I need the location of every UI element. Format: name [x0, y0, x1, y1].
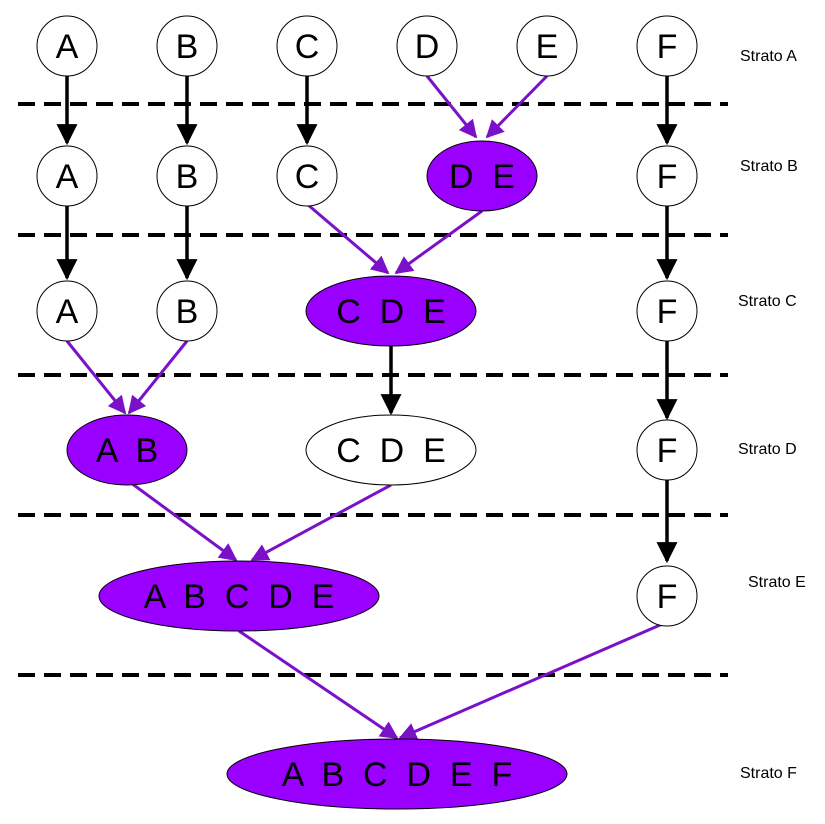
edge-de2-cde3 — [394, 209, 483, 275]
node-label-a2: A — [56, 158, 79, 196]
node-b2: B — [156, 145, 218, 207]
node-shape-f1 — [636, 15, 698, 77]
node-shape-f3 — [636, 280, 698, 342]
node-label-b3: B — [176, 293, 199, 331]
node-f1: F — [636, 15, 698, 77]
node-label-b2: B — [176, 158, 199, 196]
node-label-f1: F — [657, 28, 678, 66]
layer-label-f: Strato F — [740, 765, 797, 782]
node-label-abcde5: A B C D E — [144, 578, 335, 616]
node-label-de2: D E — [449, 158, 515, 196]
node-shape-e1 — [516, 15, 578, 77]
node-shape-a3 — [36, 280, 98, 342]
node-b1: B — [156, 15, 218, 77]
node-f5: F — [636, 565, 698, 627]
node-label-c2: C — [295, 158, 320, 196]
edges — [56, 74, 678, 740]
node-label-cde3: C D E — [336, 293, 446, 331]
node-shape-d1 — [396, 15, 458, 77]
node-a2: A — [36, 145, 98, 207]
node-label-abcdef6: A B C D E F — [282, 756, 513, 794]
node-cde4: C D E — [305, 414, 477, 486]
node-d1: D — [396, 15, 458, 77]
node-f4: F — [636, 419, 698, 481]
layer-label-b: Strato B — [740, 158, 798, 175]
edge-abcde5-abcdef6 — [238, 629, 399, 740]
node-b3: B — [156, 280, 218, 342]
layer-label-d: Strato D — [738, 441, 797, 458]
node-shape-a1 — [36, 15, 98, 77]
node-shape-de2 — [426, 140, 538, 212]
node-shape-c2 — [276, 145, 338, 207]
node-label-ab4: A B — [96, 432, 158, 470]
edge-cde4-abcde5 — [250, 483, 392, 562]
node-cde3: C D E — [305, 275, 477, 347]
node-label-f2: F — [657, 158, 678, 196]
node-f2: F — [636, 145, 698, 207]
edge-b3-ab4 — [127, 340, 189, 415]
node-shape-abcdef6 — [226, 738, 568, 810]
edge-c2-cde3 — [306, 202, 390, 275]
edge-f5-abcdef6 — [398, 620, 668, 740]
node-label-a3: A — [56, 293, 79, 331]
node-abcde5: A B C D E — [98, 560, 380, 632]
node-label-c1: C — [295, 28, 320, 66]
layer-label-c: Strato C — [738, 293, 797, 310]
node-shape-cde4 — [305, 414, 477, 486]
layer-label-a: Strato A — [740, 48, 797, 65]
node-a1: A — [36, 15, 98, 77]
edge-ab4-abcde5 — [126, 478, 238, 562]
edge-d1-de2 — [425, 75, 478, 139]
node-shape-abcde5 — [98, 560, 380, 632]
node-ab4: A B — [66, 414, 188, 486]
layer-label-e: Strato E — [748, 574, 806, 591]
node-label-d1: D — [415, 28, 440, 66]
node-c1: C — [276, 15, 338, 77]
node-shape-f4 — [636, 419, 698, 481]
node-shape-b1 — [156, 15, 218, 77]
node-label-a1: A — [56, 28, 79, 66]
node-shape-f2 — [636, 145, 698, 207]
node-shape-b3 — [156, 280, 218, 342]
node-label-e1: E — [536, 28, 559, 66]
layer-labels: Strato A Strato B Strato C Strato D Strato E… — [738, 48, 806, 782]
node-de2: D E — [426, 140, 538, 212]
node-f3: F — [636, 280, 698, 342]
node-label-cde4: C D E — [336, 432, 446, 470]
node-label-b1: B — [176, 28, 199, 66]
node-shape-b2 — [156, 145, 218, 207]
node-c2: C — [276, 145, 338, 207]
layer-separators — [18, 102, 728, 677]
node-shape-cde3 — [305, 275, 477, 347]
edge-a3-ab4 — [65, 340, 127, 415]
node-e1: E — [516, 15, 578, 77]
node-shape-f5 — [636, 565, 698, 627]
node-a3: A — [36, 280, 98, 342]
node-label-f5: F — [657, 578, 678, 616]
node-shape-a2 — [36, 145, 98, 207]
edge-e1-de2 — [485, 74, 549, 139]
node-abcdef6: A B C D E F — [226, 738, 568, 810]
nodes: A B C D E F A B C D E F A B C D E F A B C D E F A B C D E F… — [36, 15, 698, 810]
node-label-f3: F — [657, 293, 678, 331]
node-shape-ab4 — [66, 414, 188, 486]
node-shape-c1 — [276, 15, 338, 77]
node-label-f4: F — [657, 432, 678, 470]
